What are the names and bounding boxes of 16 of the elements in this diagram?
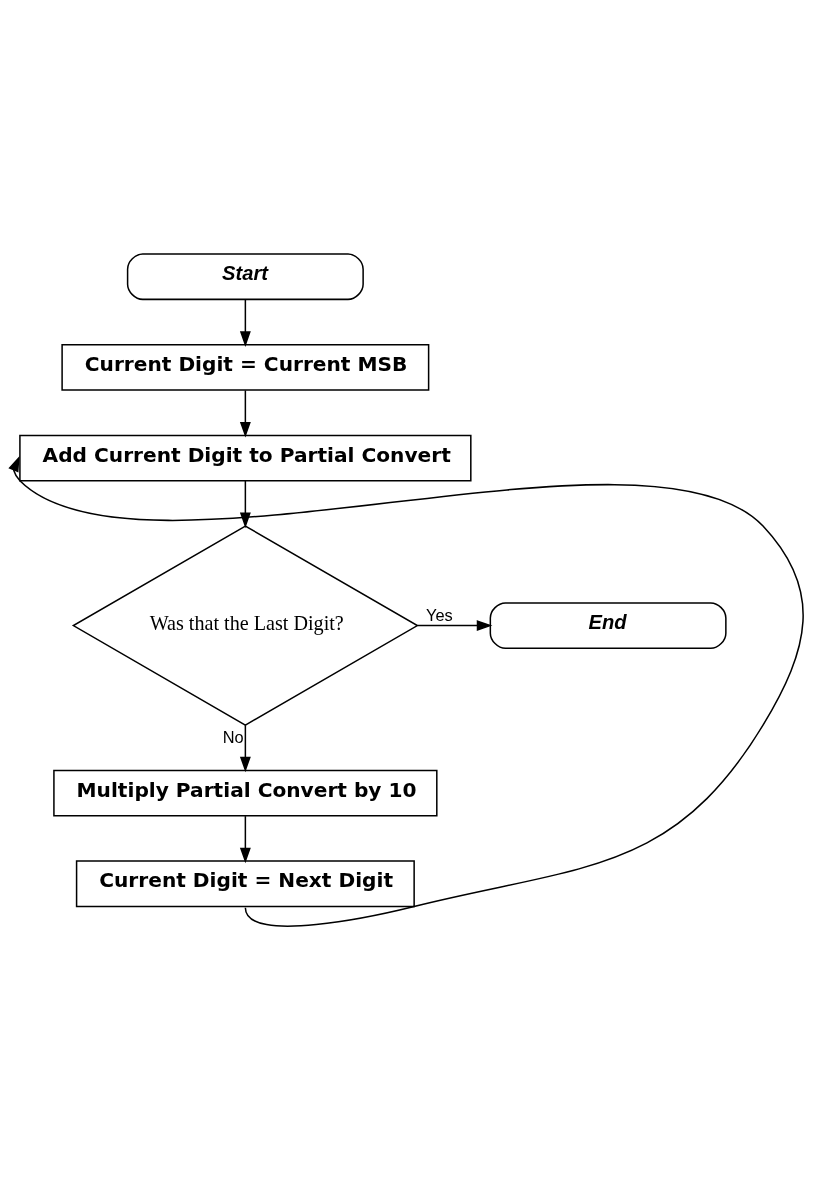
node-diamond: Was that the Last Digit? [71,525,419,726]
edge-label: No [222,727,244,746]
arrow [239,299,251,347]
node-box: End [489,602,727,649]
node-box: Start [126,253,364,301]
edge-label: Yes [426,606,453,625]
node-box: Current Digit = Next Digit [75,860,415,908]
arrow [239,389,251,438]
node-box: Multiply Partial Convert by 10 [53,769,438,817]
arrow [239,480,251,529]
arrow [239,815,251,864]
arrow [416,620,493,632]
node-box: Add Current Digit to Partial Convert [19,434,472,482]
arrow [239,724,251,773]
arrow [8,455,804,927]
node-box: Current Digit = Current MSB [61,343,430,391]
